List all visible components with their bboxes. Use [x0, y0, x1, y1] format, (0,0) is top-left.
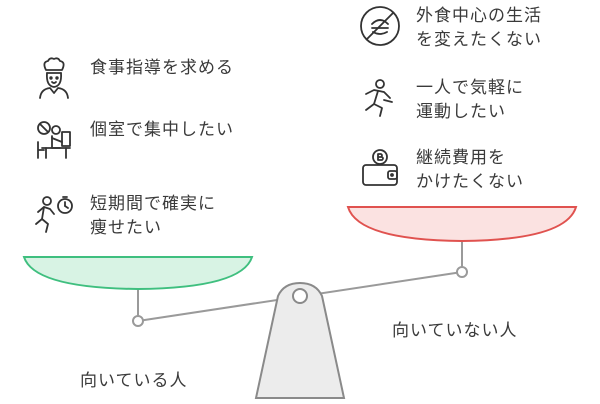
left-item-3: 短期間で確実に 痩せたい	[32, 192, 216, 240]
left-item-3-line-1: 短期間で確実に	[90, 194, 216, 214]
stand-pivot	[292, 288, 308, 304]
right-item-2-line-2: 運動したい	[416, 102, 506, 122]
person-at-desk-icon	[32, 118, 76, 162]
left-item-3-line-2: 痩せたい	[90, 218, 162, 238]
left-pivot-joint	[132, 315, 144, 327]
running-person-icon	[358, 76, 402, 120]
no-food-icon	[358, 4, 402, 48]
right-pan	[346, 206, 578, 243]
right-item-3-line-2: かけたくない	[416, 172, 524, 192]
left-item-2: 個室で集中したい	[32, 118, 234, 162]
left-pan	[22, 256, 254, 291]
wallet-icon	[358, 146, 402, 190]
right-item-2: 一人で気軽に 運動したい	[358, 76, 524, 124]
right-caption: 向いていない人	[392, 321, 518, 341]
running-person-stopwatch-icon	[32, 192, 76, 236]
right-item-3: 継続費用を かけたくない	[358, 146, 524, 194]
right-item-1-text: 外食中心の生活 を変えたくない	[416, 4, 542, 52]
right-item-1: 外食中心の生活 を変えたくない	[358, 4, 542, 52]
right-item-1-line-1: 外食中心の生活	[416, 6, 542, 26]
left-item-2-text: 個室で集中したい	[90, 118, 234, 142]
scale-stand	[254, 281, 346, 399]
right-item-2-line-1: 一人で気軽に	[416, 78, 524, 98]
right-item-2-text: 一人で気軽に 運動したい	[416, 76, 524, 124]
left-item-2-line-1: 個室で集中したい	[90, 120, 234, 140]
left-item-1: 食事指導を求める	[32, 56, 234, 100]
left-item-1-line-1: 食事指導を求める	[90, 58, 234, 78]
left-item-1-text: 食事指導を求める	[90, 56, 234, 80]
right-pivot-joint	[456, 266, 468, 278]
left-item-3-text: 短期間で確実に 痩せたい	[90, 192, 216, 240]
right-item-3-text: 継続費用を かけたくない	[416, 146, 524, 194]
left-caption: 向いている人	[80, 371, 188, 391]
right-item-1-line-2: を変えたくない	[416, 30, 542, 50]
right-item-3-line-1: 継続費用を	[416, 148, 506, 168]
chef-icon	[32, 56, 76, 100]
